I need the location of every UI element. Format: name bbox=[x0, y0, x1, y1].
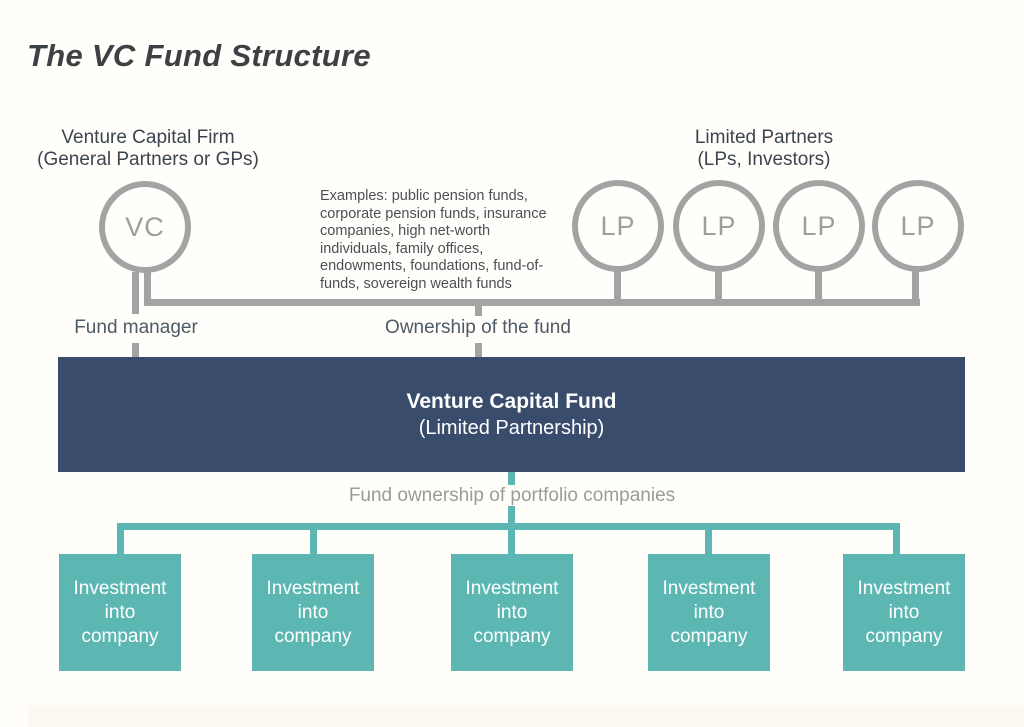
connector-lp1-to-bus bbox=[614, 271, 621, 300]
connector-bus-to-company3 bbox=[508, 530, 515, 554]
connector-bus-to-company4 bbox=[705, 530, 712, 554]
portfolio-ownership-label: Fund ownership of portfolio companies bbox=[348, 485, 676, 506]
gp-group-label-line2: (General Partners or GPs) bbox=[37, 149, 259, 170]
lp-node-1: LP bbox=[572, 180, 664, 272]
page-title: The VC Fund Structure bbox=[27, 38, 371, 73]
connector-lp2-to-bus bbox=[715, 271, 722, 300]
connector-bus-to-company2 bbox=[310, 530, 317, 554]
lp-node-2: LP bbox=[673, 180, 765, 272]
connector-ownership-lower bbox=[475, 343, 482, 358]
investment-box-5: Investment into company bbox=[843, 554, 965, 671]
lp-examples-note: Examples: public pension funds, corporat… bbox=[320, 188, 547, 292]
gp-group-label: Venture Capital Firm (General Partners o… bbox=[28, 127, 268, 171]
investment-box-3: Investment into company bbox=[451, 554, 573, 671]
connector-bus-to-company1 bbox=[117, 530, 124, 554]
investment-box-1: Investment into company bbox=[59, 554, 181, 671]
bottom-background-band bbox=[28, 705, 1024, 727]
connector-vc-to-bus bbox=[144, 272, 151, 300]
lp-group-label-line1: Limited Partners bbox=[694, 127, 834, 148]
investment-box-4: Investment into company bbox=[648, 554, 770, 671]
connector-fund-manager-lower bbox=[132, 343, 139, 358]
connector-portfolio-bus bbox=[117, 523, 900, 530]
gp-group-label-line1: Venture Capital Firm bbox=[61, 127, 235, 148]
lp-node-4: LP bbox=[872, 180, 964, 272]
investment-box-2: Investment into company bbox=[252, 554, 374, 671]
fund-manager-label: Fund manager bbox=[74, 317, 198, 338]
fund-box-subtitle: (Limited Partnership) bbox=[418, 416, 605, 439]
lp-node-3: LP bbox=[773, 180, 865, 272]
venture-capital-fund-box: Venture Capital Fund (Limited Partnershi… bbox=[58, 357, 965, 472]
connector-ownership-bus bbox=[144, 299, 920, 306]
connector-fund-to-portfolio-upper bbox=[508, 472, 515, 485]
connector-ownership-upper bbox=[475, 306, 482, 316]
connector-fund-to-portfolio-lower bbox=[508, 506, 515, 523]
connector-bus-to-company5 bbox=[893, 530, 900, 554]
ownership-label: Ownership of the fund bbox=[385, 317, 571, 338]
connector-lp3-to-bus bbox=[815, 271, 822, 300]
lp-group-label: Limited Partners (LPs, Investors) bbox=[644, 127, 884, 171]
connector-lp4-to-bus bbox=[912, 271, 919, 300]
vc-node: VC bbox=[99, 181, 191, 273]
lp-group-label-line2: (LPs, Investors) bbox=[697, 149, 831, 170]
connector-fund-manager-upper bbox=[132, 272, 139, 314]
fund-box-title: Venture Capital Fund bbox=[406, 389, 617, 413]
